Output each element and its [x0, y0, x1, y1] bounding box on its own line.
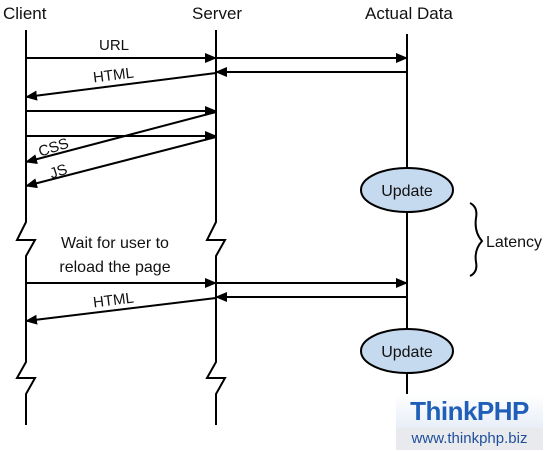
update-label-1: Update: [381, 183, 433, 200]
update-node-1: [360, 167, 454, 213]
actual-data-column-title: Actual Data: [365, 4, 453, 23]
latency-label: Latency: [486, 234, 542, 251]
js-label: JS: [48, 161, 70, 183]
html-label-2: HTML: [92, 290, 135, 312]
html-label-1: HTML: [92, 65, 135, 87]
update-label-2: Update: [381, 344, 433, 361]
watermark-url: www.thinkphp.biz: [396, 428, 543, 450]
js-arrow: [25, 136, 217, 189]
update-node-2: [360, 328, 454, 374]
wait-label-line1: Wait for user to: [61, 235, 169, 252]
server-lifeline: [205, 30, 227, 425]
css-label: CSS: [36, 135, 71, 161]
html-arrow-2: [25, 297, 217, 325]
html-arrow-1: [25, 72, 217, 101]
wait-label-line2: reload the page: [59, 259, 170, 276]
client-column-title: Client: [3, 4, 47, 23]
url-label: URL: [99, 37, 129, 54]
thinkphp-watermark: ThinkPHP www.thinkphp.biz: [396, 394, 543, 451]
server-column-title: Server: [192, 4, 243, 23]
latency-brace: [469, 202, 484, 277]
watermark-title: ThinkPHP: [396, 394, 543, 428]
client-lifeline: [15, 30, 37, 425]
